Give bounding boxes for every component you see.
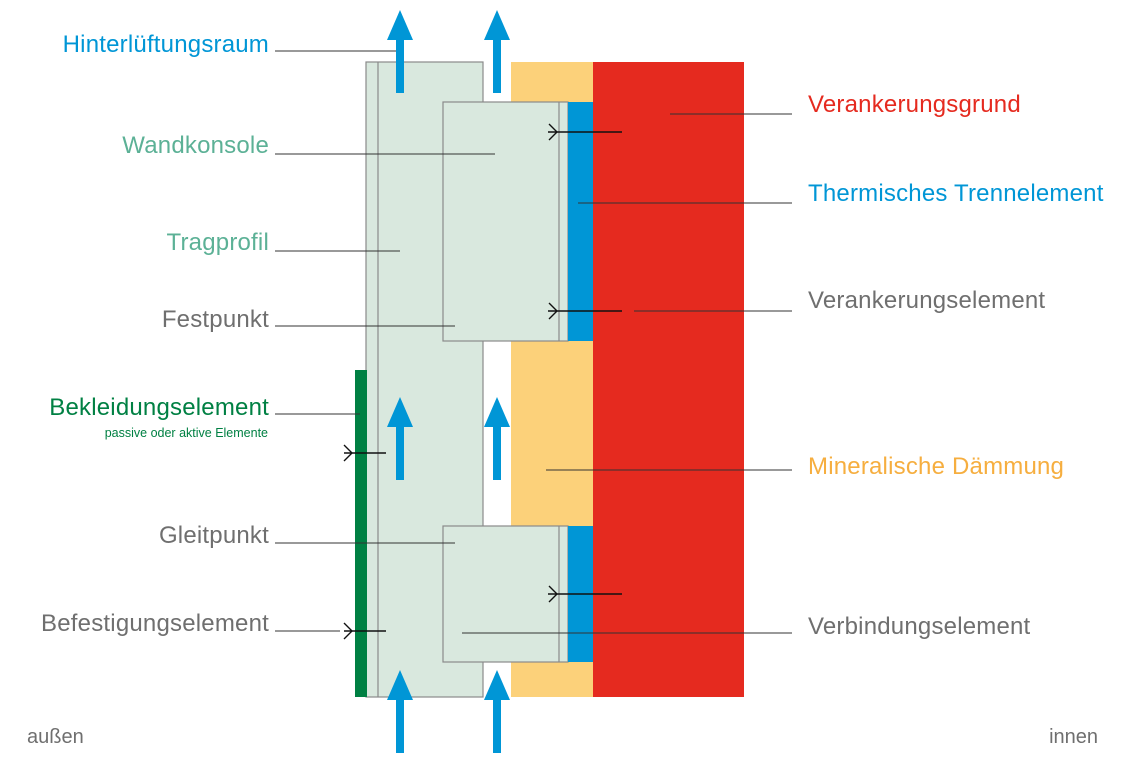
arrow-up-icon <box>484 397 510 480</box>
label-bekleidungselement: Bekleidungselement <box>49 394 269 421</box>
side-label-outside: außen <box>27 726 84 748</box>
arrow-up-icon <box>484 670 510 753</box>
label-tragprofil: Tragprofil <box>166 229 269 256</box>
arrow-up-icon <box>387 397 413 480</box>
fastener-markers <box>343 123 622 640</box>
label-befestigungselement: Befestigungselement <box>41 610 269 637</box>
label-verbindungselement: Verbindungselement <box>808 613 1031 640</box>
wall-bracket-top <box>442 101 569 342</box>
label-gleitpunkt: Gleitpunkt <box>158 522 269 549</box>
cladding-fastener-upper-arrowhead <box>343 444 353 462</box>
label-verankerungsgrund: Verankerungsgrund <box>808 91 1021 118</box>
leader-lines <box>275 50 792 634</box>
thermal-separation-top <box>568 102 593 341</box>
side-label-inside: innen <box>1049 726 1098 748</box>
label-wandkonsole: Wandkonsole <box>122 132 269 159</box>
cladding-fastener-lower-arrowhead <box>343 622 353 640</box>
label-hinterlueftungsraum: Hinterlüftungsraum <box>62 31 269 58</box>
anchor-arrowhead-top <box>548 123 558 141</box>
cladding-element <box>355 370 367 697</box>
label-verankerungselement: Verankerungselement <box>808 287 1046 314</box>
label-thermisches-trennelement: Thermisches Trennelement <box>808 180 1104 207</box>
label-festpunkt: Festpunkt <box>161 306 269 333</box>
anchor-base-wall <box>593 62 744 697</box>
anchor-arrowhead-bottom <box>548 585 558 603</box>
arrow-up-icon <box>484 10 510 93</box>
wall-bracket-bottom <box>442 525 569 663</box>
anchor-arrowhead-middle <box>548 302 558 320</box>
arrow-up-icon <box>387 10 413 93</box>
airflow-arrows <box>387 10 510 753</box>
label-bekleidungselement-subtitle: passive oder aktive Elemente <box>104 426 268 440</box>
label-mineralische-daemmung: Mineralische Dämmung <box>808 453 1065 480</box>
arrow-up-icon <box>387 670 413 753</box>
